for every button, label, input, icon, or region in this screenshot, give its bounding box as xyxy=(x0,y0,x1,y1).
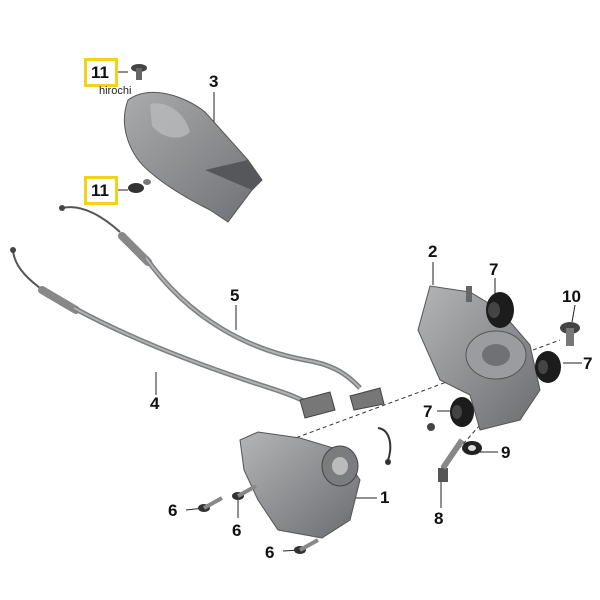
mechanism-part-1 xyxy=(239,387,435,539)
bracket-part-2 xyxy=(417,285,541,431)
callout-8: 8 xyxy=(434,509,444,528)
callout-7-right: 7 xyxy=(583,354,593,373)
screw-part-11-mid xyxy=(128,179,151,193)
grommet-part-7-mid xyxy=(450,397,474,427)
callout-2: 2 xyxy=(428,242,438,261)
screw-part-6-mid xyxy=(232,484,257,500)
callout-3: 3 xyxy=(209,72,219,91)
screw-part-11-top xyxy=(131,64,147,80)
bolt-part-8 xyxy=(438,438,465,482)
callout-6-mid: 6 xyxy=(232,521,242,540)
callout-11-mid-highlight xyxy=(84,176,118,205)
callout-6-bottom: 6 xyxy=(265,543,275,562)
callout-1: 1 xyxy=(380,488,390,507)
callout-11-top-highlight xyxy=(84,58,118,87)
callout-9: 9 xyxy=(501,443,511,462)
grommet-part-7-right xyxy=(535,351,561,383)
pin-part-10 xyxy=(560,322,580,346)
cable-part-4 xyxy=(10,247,320,412)
watermark-text: hirochi xyxy=(99,85,132,97)
callout-6-left: 6 xyxy=(168,501,178,520)
screw-part-6-bottom xyxy=(294,538,319,554)
callout-11-top: 11 xyxy=(91,63,109,82)
callout-11-mid: 11 xyxy=(91,181,109,200)
callout-7-mid: 7 xyxy=(423,402,433,421)
callout-7-top: 7 xyxy=(489,260,499,279)
callout-10: 10 xyxy=(562,287,581,306)
callout-5: 5 xyxy=(230,286,240,305)
callout-4: 4 xyxy=(150,394,160,413)
grommet-part-7-top xyxy=(486,292,514,328)
screw-part-6-left xyxy=(198,496,223,512)
cover-part xyxy=(124,92,263,223)
washer-part-9 xyxy=(462,441,482,455)
cable-part-5 xyxy=(59,205,362,390)
